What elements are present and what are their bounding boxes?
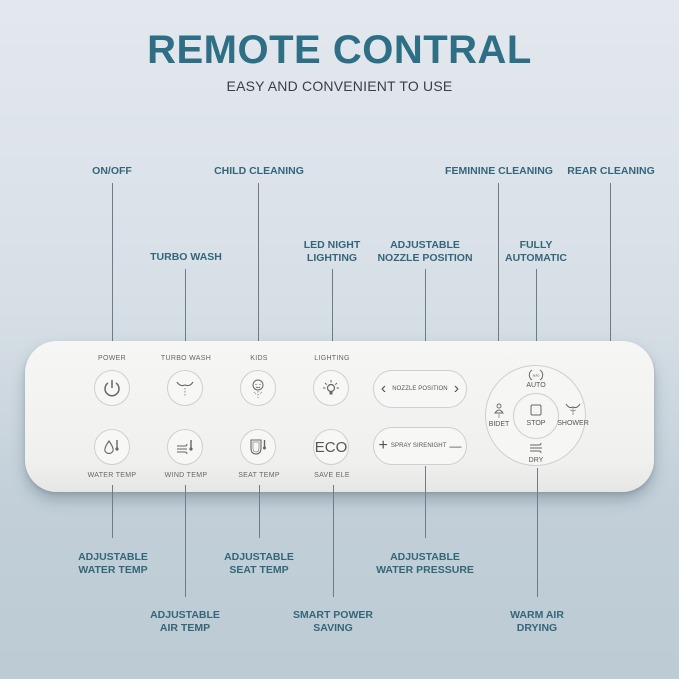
leader-line bbox=[332, 269, 333, 343]
callout-child-cleaning: CHILD CLEANING bbox=[214, 165, 304, 177]
callout-fully-automatic: FULLY AUTOMATIC bbox=[504, 239, 568, 264]
wind-temp-button[interactable] bbox=[167, 429, 203, 465]
nozzle-position-button[interactable]: ‹ NOZZLE POSITION › bbox=[373, 370, 467, 408]
button-label-save-ele: SAVE ELE bbox=[314, 472, 350, 479]
callout-adjustable-seat-temp: ADJUSTABLE SEAT TEMP bbox=[224, 551, 294, 576]
leader-line bbox=[536, 269, 537, 367]
power-button[interactable] bbox=[94, 370, 130, 406]
seat-thermometer-icon bbox=[250, 439, 266, 455]
wind-thermometer-icon bbox=[177, 440, 193, 455]
leader-line bbox=[610, 183, 611, 417]
auto-label: AUTO bbox=[526, 382, 546, 389]
eco-icon: ECO bbox=[314, 438, 348, 456]
callout-adjustable-water-temp: ADJUSTABLE WATER TEMP bbox=[78, 551, 148, 576]
page-title: REMOTE CONTRAL bbox=[147, 28, 532, 72]
callout-nozzle-position: ADJUSTABLE NOZZLE POSITION bbox=[377, 239, 473, 264]
auto-icon[interactable]: auto bbox=[528, 369, 544, 381]
svg-text:auto: auto bbox=[533, 374, 540, 378]
leader-line bbox=[537, 468, 538, 597]
callout-feminine-cleaning: FEMININE CLEANING bbox=[445, 165, 553, 177]
plus-icon[interactable]: + bbox=[378, 437, 388, 454]
leader-line bbox=[258, 183, 259, 343]
leader-line bbox=[498, 183, 499, 395]
leader-line bbox=[259, 485, 260, 538]
power-icon bbox=[104, 380, 120, 397]
leader-line bbox=[112, 183, 113, 343]
shower-icon[interactable] bbox=[565, 402, 581, 416]
dry-icon[interactable] bbox=[529, 442, 543, 454]
callout-on-off: ON/OFF bbox=[92, 165, 132, 177]
leader-line bbox=[185, 485, 186, 597]
turbo-wash-button[interactable] bbox=[167, 370, 203, 406]
shower-label: SHOWER bbox=[557, 420, 589, 427]
stop-icon bbox=[530, 404, 542, 416]
button-label-wind-temp: WIND TEMP bbox=[164, 472, 208, 479]
spray-strength-button[interactable]: + SPRAY SIRENIGHT — bbox=[373, 427, 467, 465]
chevron-right-icon[interactable]: › bbox=[453, 380, 460, 397]
callout-adjustable-water-pressure: ADJUSTABLE WATER PRESSURE bbox=[376, 551, 474, 576]
callout-rear-cleaning: REAR CLEANING bbox=[567, 165, 655, 177]
light-bulb-icon bbox=[323, 380, 339, 395]
kids-button[interactable] bbox=[240, 370, 276, 406]
bidet-label: BIDET bbox=[488, 421, 510, 428]
chevron-left-icon[interactable]: ‹ bbox=[380, 380, 387, 397]
dry-label: DRY bbox=[528, 457, 544, 464]
leader-line bbox=[425, 466, 426, 538]
callout-warm-air-drying: WARM AIR DRYING bbox=[510, 609, 564, 634]
nozzle-position-label: NOZZLE POSITION bbox=[392, 386, 448, 392]
button-label-water-temp: WATER TEMP bbox=[87, 472, 137, 479]
spray-strength-label: SPRAY SIRENIGHT bbox=[390, 443, 447, 449]
button-label-turbo-wash: TURBO WASH bbox=[160, 355, 212, 362]
leader-line bbox=[425, 269, 426, 364]
stop-button[interactable] bbox=[513, 393, 559, 439]
leader-line bbox=[185, 269, 186, 343]
water-temp-button[interactable] bbox=[94, 429, 130, 465]
water-drop-thermometer-icon bbox=[104, 440, 119, 454]
callout-adjustable-air-temp: ADJUSTABLE AIR TEMP bbox=[150, 609, 220, 634]
button-label-power: POWER bbox=[98, 355, 126, 362]
minus-icon[interactable]: — bbox=[449, 439, 462, 453]
save-ele-button[interactable]: ECO bbox=[313, 429, 349, 465]
leader-line bbox=[112, 485, 113, 538]
turbo-wash-icon bbox=[176, 381, 194, 397]
page-subtitle: EASY AND CONVENIENT TO USE bbox=[226, 78, 453, 94]
seat-temp-button[interactable] bbox=[240, 429, 276, 465]
leader-line bbox=[333, 485, 334, 597]
callout-turbo-wash: TURBO WASH bbox=[150, 251, 222, 263]
button-label-lighting: LIGHTING bbox=[314, 355, 350, 362]
button-label-seat-temp: SEAT TEMP bbox=[238, 472, 280, 479]
callout-led-night-lighting: LED NIGHT LIGHTING bbox=[303, 239, 361, 264]
lighting-button[interactable] bbox=[313, 370, 349, 406]
bidet-icon[interactable] bbox=[492, 403, 506, 419]
button-label-kids: KIDS bbox=[250, 355, 268, 362]
kids-icon bbox=[252, 379, 264, 398]
callout-smart-power-saving: SMART POWER SAVING bbox=[293, 609, 373, 634]
stop-label: STOP bbox=[526, 420, 546, 427]
